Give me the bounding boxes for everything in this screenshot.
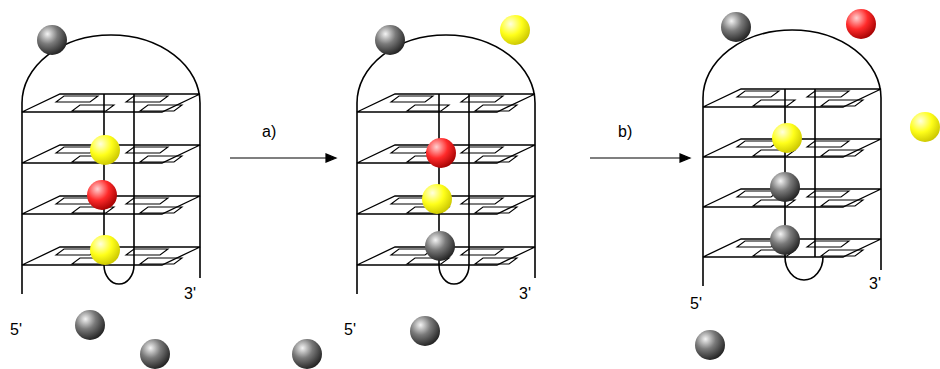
- ion-sphere: [37, 25, 67, 55]
- tetrad-plane: [22, 94, 200, 112]
- g-quadruplex: [22, 35, 200, 294]
- strand-end-label: 3': [519, 286, 531, 302]
- guanine-square: [72, 105, 114, 111]
- guanine-square: [140, 207, 182, 213]
- strand-inner: [468, 94, 470, 265]
- guanine-square: [475, 105, 517, 111]
- ion-sphere: [425, 231, 455, 261]
- g-quadruplex: [703, 30, 881, 286]
- ion-sphere: [772, 123, 802, 153]
- guanine-square: [461, 96, 503, 102]
- guanine-square: [475, 156, 517, 162]
- guanine-square: [126, 96, 168, 102]
- guanine-square: [56, 96, 98, 102]
- guanine-square: [807, 191, 849, 197]
- guanine-square: [461, 249, 503, 255]
- ion-sphere: [140, 339, 170, 369]
- guanine-square: [821, 100, 863, 106]
- ion-sphere: [292, 339, 322, 369]
- guanine-square: [807, 241, 849, 247]
- strand-end-label: 5': [10, 322, 22, 338]
- ion-sphere: [910, 112, 940, 142]
- loop-strand: [439, 265, 469, 284]
- ion-sphere: [422, 184, 452, 214]
- guanine-square: [821, 250, 863, 256]
- guanine-square: [391, 96, 433, 102]
- guanine-square: [461, 198, 503, 204]
- ion-sphere: [410, 316, 440, 346]
- guanine-square: [126, 249, 168, 255]
- ion-sphere: [770, 225, 800, 255]
- guanine-square: [753, 100, 795, 106]
- guanine-square: [807, 141, 849, 147]
- strand-inner: [133, 94, 135, 265]
- loop-strand: [104, 265, 134, 284]
- strand-5: [702, 98, 704, 286]
- ion-sphere: [90, 235, 120, 265]
- guanine-square: [461, 147, 503, 153]
- strand-end-label: 5': [690, 296, 702, 312]
- step-label: b): [618, 124, 632, 140]
- guanine-square: [140, 105, 182, 111]
- guanine-square: [126, 147, 168, 153]
- tetrad-plane: [357, 94, 535, 112]
- strand-end-label: 5': [344, 322, 356, 338]
- ion-sphere: [375, 25, 405, 55]
- guanine-square: [475, 258, 517, 264]
- guanine-square: [126, 198, 168, 204]
- guanine-square: [821, 200, 863, 206]
- strand-inner: [814, 89, 816, 257]
- guanine-square: [140, 156, 182, 162]
- strand-end-label: 3': [184, 286, 196, 302]
- guanine-square: [407, 105, 449, 111]
- ion-sphere: [90, 135, 120, 165]
- ion-sphere: [846, 9, 876, 39]
- ion-sphere: [500, 15, 530, 45]
- guanine-square: [475, 207, 517, 213]
- ion-sphere: [426, 138, 456, 168]
- guanine-square: [821, 150, 863, 156]
- ion-sphere: [721, 12, 751, 42]
- ion-sphere: [770, 172, 800, 202]
- strand-3: [534, 103, 536, 278]
- guanine-square: [140, 258, 182, 264]
- tetrad-plane: [703, 89, 881, 107]
- step-label: a): [262, 124, 276, 140]
- loop-strand: [785, 257, 823, 280]
- guanine-square: [737, 91, 779, 97]
- ion-sphere: [75, 310, 105, 340]
- strand-end-label: 3': [869, 276, 881, 292]
- strand-3: [880, 98, 882, 270]
- guanine-square: [807, 91, 849, 97]
- g-quadruplex: [357, 35, 535, 294]
- ion-sphere: [695, 330, 725, 360]
- strand-3: [199, 103, 201, 278]
- ion-sphere: [87, 180, 117, 210]
